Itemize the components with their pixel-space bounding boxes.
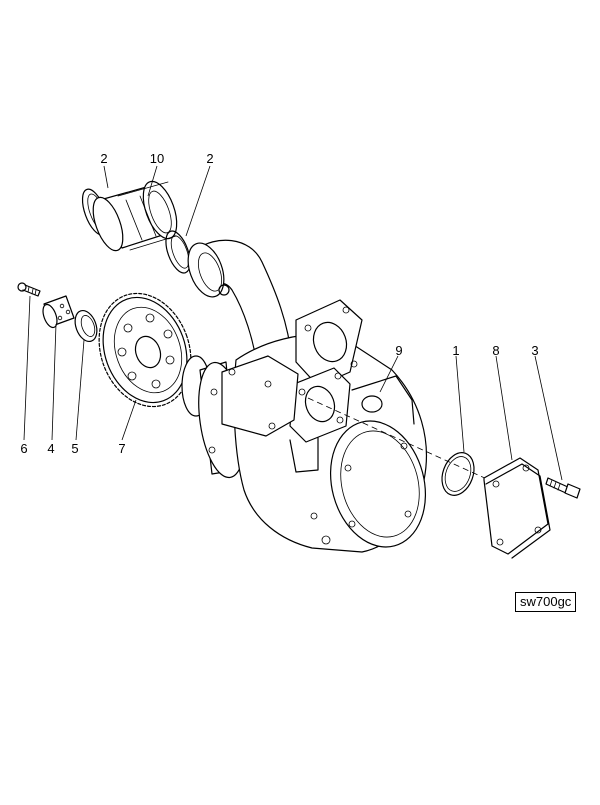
bolt-part-3	[545, 477, 581, 499]
callout-label-1: 1	[452, 343, 460, 358]
callout-label-2-right: 2	[206, 151, 214, 166]
callout-label-2-left: 2	[100, 151, 108, 166]
drawing-reference-code: sw700gc	[515, 592, 577, 612]
callout-label-6: 6	[20, 441, 28, 456]
o-ring-part-2-right	[165, 230, 191, 274]
callout-label-5: 5	[71, 441, 79, 456]
bolt-part-6	[17, 282, 41, 297]
o-ring-part-1	[441, 452, 475, 496]
sleeve-part-10	[92, 180, 178, 252]
washer-part-5	[74, 309, 98, 343]
callout-label-9: 9	[395, 343, 403, 358]
callout-label-10: 10	[149, 151, 165, 166]
assembly-axis-line	[307, 397, 499, 485]
callout-label-3: 3	[531, 343, 539, 358]
callout-label-8: 8	[492, 343, 500, 358]
cover-plate-part-8	[483, 457, 551, 559]
callout-label-4: 4	[47, 441, 55, 456]
gear-part-7	[98, 292, 192, 408]
callout-label-7: 7	[118, 441, 126, 456]
pump-housing	[181, 299, 427, 553]
callout-leader-lines	[23, 165, 563, 481]
bushing-part-4	[42, 295, 75, 329]
